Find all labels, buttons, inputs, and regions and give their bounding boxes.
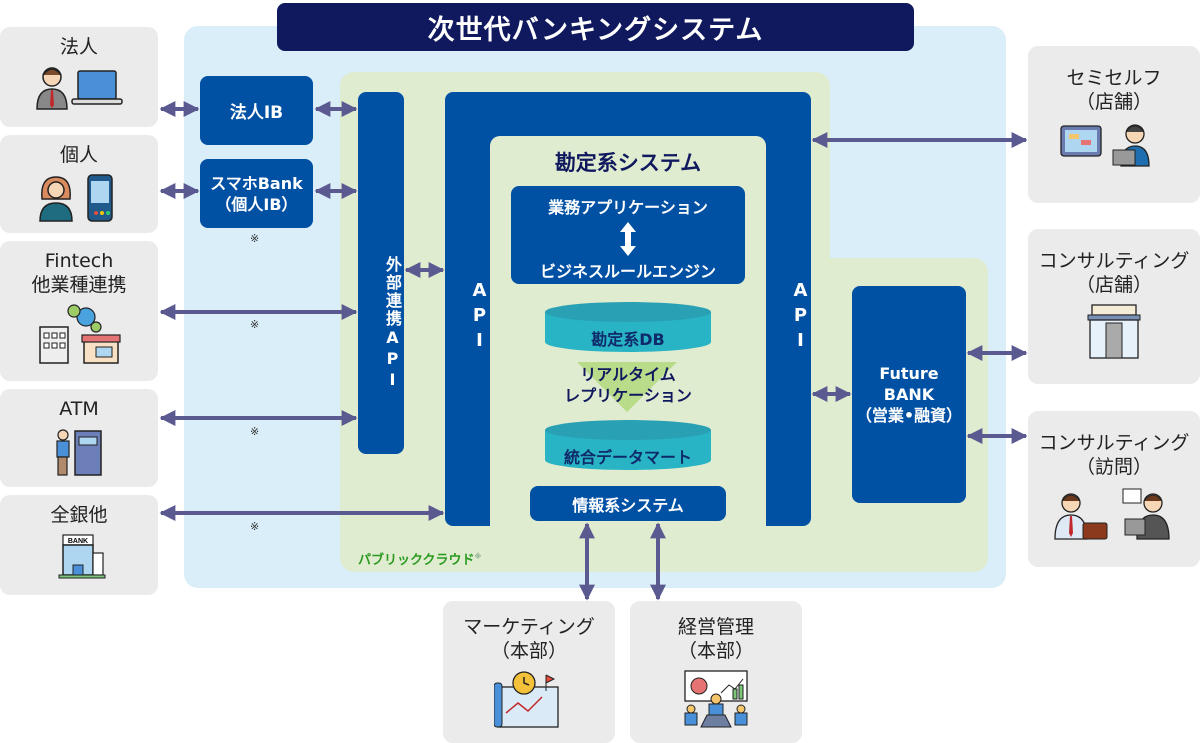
channel-label: Fintech 他業種連携: [31, 250, 127, 296]
channel-consulting-visit[interactable]: コンサルティング （訪問）: [1028, 411, 1200, 567]
smartphone-bank-block[interactable]: スマホBank （個人IB）: [200, 159, 313, 228]
page-title: 次世代バンキングシステム: [277, 3, 914, 51]
building-network-shop-icon: [39, 304, 121, 364]
channel-management[interactable]: 経営管理 （本部）: [630, 601, 802, 743]
core-system-title: 勘定系システム: [554, 151, 702, 175]
storefront-icon: [1087, 304, 1141, 359]
channel-fintech[interactable]: Fintech 他業種連携: [0, 241, 158, 381]
channel-label: セミセルフ （店舗）: [1066, 67, 1162, 113]
marketing-strategy-icon: [494, 671, 559, 728]
api-right-label: API: [790, 280, 811, 355]
data-mart-label: 統合データマート: [563, 448, 692, 467]
note-mark: ※: [250, 425, 260, 438]
future-bank-block[interactable]: Future BANK （営業•融資）: [852, 286, 966, 503]
rule-engine-label: ビジネスルールエンジン: [539, 262, 716, 281]
api-left-label: API: [469, 280, 490, 355]
channel-individual[interactable]: 個人: [0, 135, 158, 233]
note-mark: ※: [250, 318, 260, 331]
channel-atm[interactable]: ATM: [0, 389, 158, 487]
channel-consulting-store[interactable]: コンサルティング （店舗）: [1028, 229, 1200, 384]
svg-text:BANK: BANK: [68, 538, 88, 545]
replication-label: リアルタイム レプリケーション: [564, 365, 692, 405]
business-app-label: 業務アプリケーション: [548, 198, 708, 217]
channel-zengin[interactable]: 全銀他 BANK: [0, 495, 158, 595]
channel-label: 全銀他: [50, 504, 108, 526]
data-mart-cylinder[interactable]: 統合データマート: [545, 420, 711, 470]
woman-smartphone-icon: [39, 174, 113, 222]
channel-label: マーケティング （本部）: [463, 616, 595, 662]
channel-label: コンサルティング （店舗）: [1038, 250, 1190, 296]
channel-label: 経営管理 （本部）: [677, 616, 754, 662]
visit-consultants-icon: [1054, 488, 1170, 540]
channel-label: 個人: [59, 144, 98, 166]
core-db-label: 勘定系DB: [591, 330, 665, 349]
core-db-cylinder[interactable]: 勘定系DB: [545, 302, 711, 352]
public-cloud-note: ※: [474, 552, 482, 561]
atm-user-icon: [56, 429, 102, 476]
business-app-block[interactable]: 業務アプリケーション ビジネスルールエンジン: [511, 186, 745, 284]
channel-semi-self[interactable]: セミセルフ （店舗）: [1028, 46, 1200, 203]
channel-label: コンサルティング （訪問）: [1038, 432, 1190, 478]
corporate-ib-block[interactable]: 法人IB: [200, 76, 313, 145]
replication-down-arrow-icon: [577, 362, 677, 412]
bidirectional-arrow-icon: [620, 222, 636, 256]
note-mark: ※: [250, 232, 260, 245]
public-cloud-label-text: パブリッククラウド: [358, 553, 475, 568]
channel-marketing[interactable]: マーケティング （本部）: [443, 601, 615, 743]
public-cloud-label: パブリッククラウド※: [358, 549, 481, 568]
tablet-staff-icon: [1060, 124, 1150, 167]
management-meeting-icon: [684, 670, 748, 728]
channel-label: ATM: [59, 398, 99, 420]
channel-label: 法人: [59, 36, 98, 58]
info-system-block[interactable]: 情報系システム: [530, 486, 726, 521]
bank-building-icon: BANK: [58, 534, 106, 579]
businessman-laptop-icon: [36, 67, 123, 110]
channel-corporate[interactable]: 法人: [0, 27, 158, 127]
note-mark: ※: [250, 520, 260, 533]
external-api-block[interactable]: 外部連携API: [358, 92, 404, 454]
